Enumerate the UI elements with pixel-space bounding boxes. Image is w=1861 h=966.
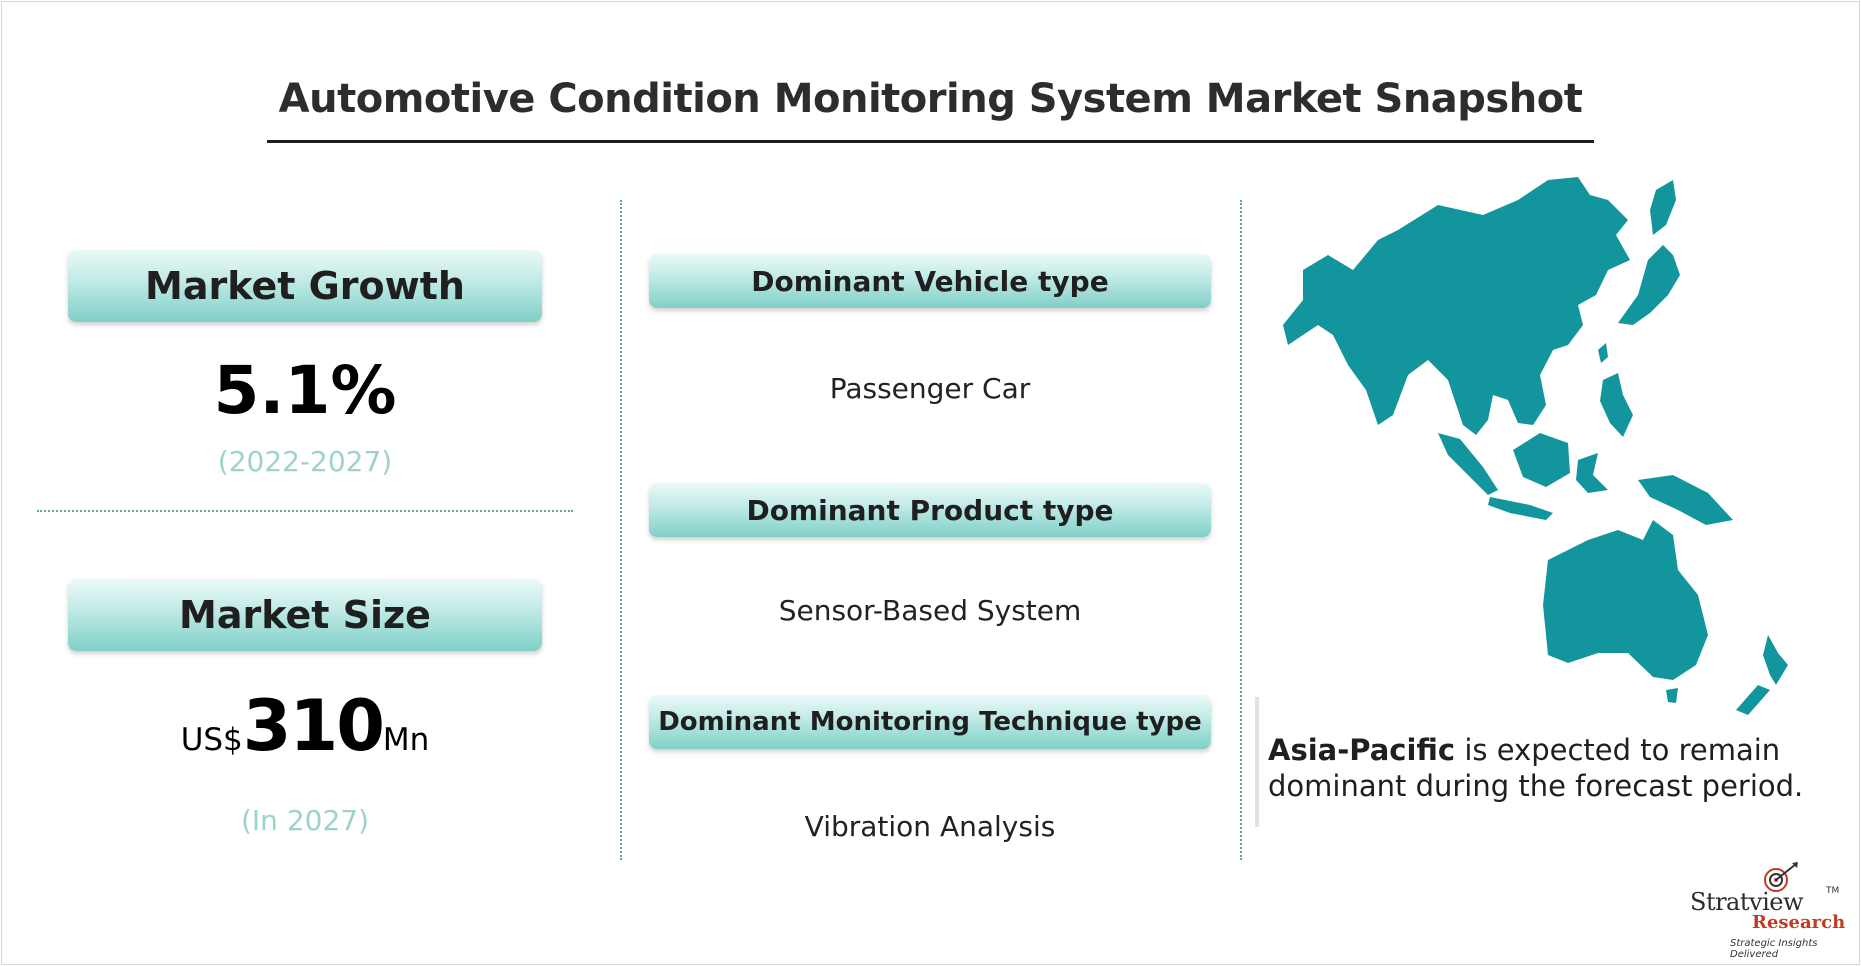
market-size-value: US$ 310 Mn — [68, 685, 542, 767]
market-growth-label: Market Growth — [68, 250, 542, 322]
segment-vehicle-label: Dominant Vehicle type — [649, 254, 1211, 308]
segment-technique-value: Vibration Analysis — [804, 810, 1056, 843]
region-note: Asia-Pacific is expected to remain domin… — [1268, 732, 1828, 804]
column-divider-right — [1240, 200, 1242, 860]
asia-pacific-map-icon — [1283, 177, 1788, 715]
logo-brand: Stratview — [1690, 888, 1804, 916]
logo-tagline: Strategic Insights Delivered — [1730, 938, 1818, 960]
page-title: Automotive Condition Monitoring System M… — [278, 76, 1583, 122]
market-size-year: (In 2027) — [240, 804, 369, 837]
market-growth-period: (2022-2027) — [217, 445, 393, 478]
title-underline — [267, 140, 1594, 143]
market-size-currency: US$ — [180, 722, 243, 758]
left-divider — [37, 510, 573, 512]
stratview-logo: Stratview TM Research Strategic Insights… — [1690, 862, 1845, 960]
column-divider-left — [620, 200, 622, 860]
region-note-text: is expected to remain dominant during th… — [1268, 733, 1804, 803]
market-size-label: Market Size — [68, 579, 542, 651]
segment-product-label: Dominant Product type — [649, 483, 1211, 537]
segment-technique-label: Dominant Monitoring Technique type — [649, 695, 1211, 749]
market-size-number: 310 — [242, 685, 385, 767]
note-accent-bar — [1255, 697, 1259, 827]
logo-trademark: TM — [1826, 886, 1840, 896]
logo-brand-research: Research — [1752, 912, 1846, 933]
target-arrow-icon — [1764, 862, 1798, 892]
market-growth-value: 5.1% — [213, 352, 397, 429]
segment-vehicle-value: Passenger Car — [829, 372, 1031, 405]
region-name: Asia-Pacific — [1268, 733, 1456, 767]
market-size-unit: Mn — [382, 722, 430, 758]
segment-product-value: Sensor-Based System — [778, 594, 1082, 627]
